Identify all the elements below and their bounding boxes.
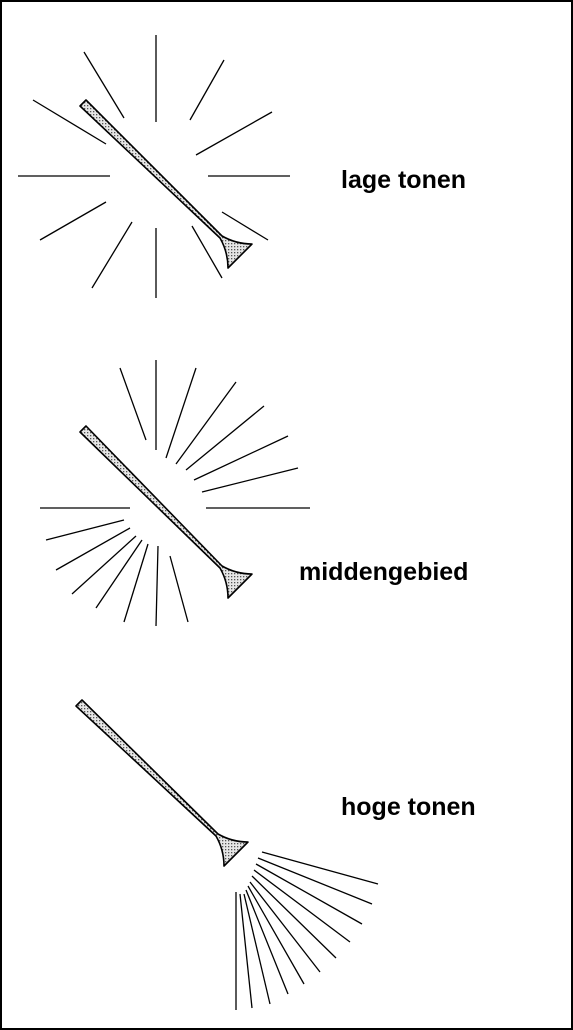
rays-high <box>236 852 378 1010</box>
horn-low <box>80 100 252 268</box>
horn-mid-group <box>40 360 310 626</box>
label-mid-range: middengebied <box>299 560 468 585</box>
rays-mid <box>40 360 310 626</box>
horn-high <box>76 700 248 866</box>
rays-low <box>18 35 290 298</box>
label-high-tones: hoge tonen <box>341 795 476 820</box>
horn-mid <box>80 426 252 598</box>
horn-high-group <box>76 700 378 1010</box>
horn-low-group <box>18 35 290 298</box>
label-low-tones: lage tonen <box>341 168 466 193</box>
